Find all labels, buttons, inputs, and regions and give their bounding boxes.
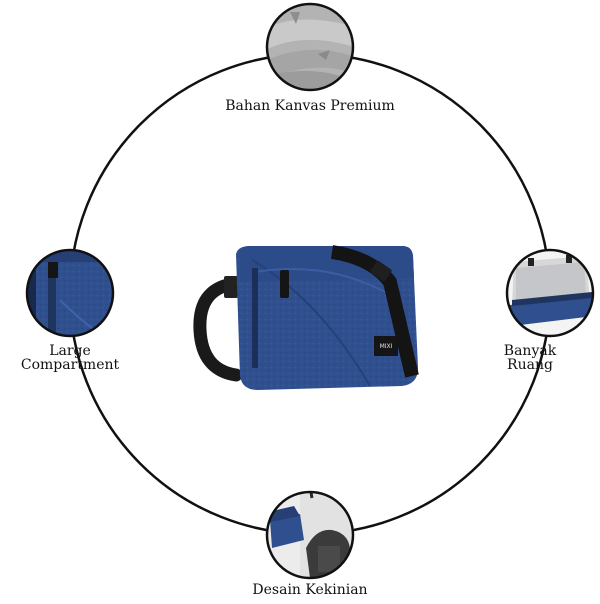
feature-label-bottom: Desain Kekinian <box>252 582 368 598</box>
bag-style-icon <box>265 490 355 580</box>
feature-label-left: Large Compartment <box>20 343 120 373</box>
front-compartment-icon <box>25 248 115 338</box>
open-interior-icon <box>505 248 595 338</box>
brand-tag: MIXI <box>380 343 393 350</box>
canvas-fabric-icon <box>265 2 355 92</box>
feature-label-right: Banyak Ruang <box>503 343 557 373</box>
feature-label-top: Bahan Kanvas Premium <box>225 98 395 114</box>
blue-messenger-bag: MIXI <box>193 245 419 390</box>
